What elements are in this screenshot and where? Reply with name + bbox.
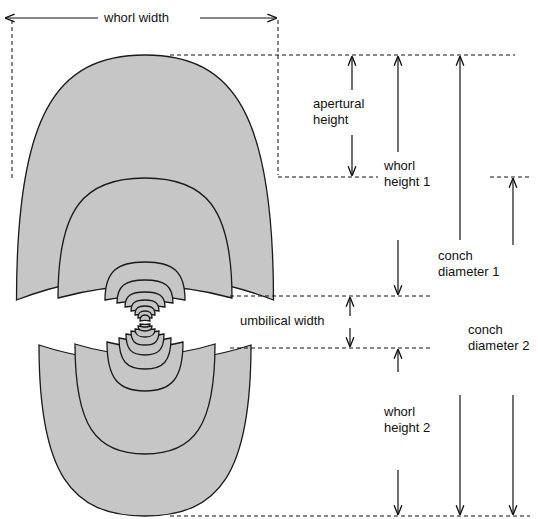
dimension-arrows (6, 18, 513, 514)
dimension-arrow (349, 328, 350, 346)
dashed-line (170, 55, 515, 56)
whorl-section (140, 315, 150, 321)
dimension-label: whorl height 2 (384, 404, 446, 436)
dimension-label: umbilical width (240, 313, 340, 329)
dimension-arrow (397, 350, 398, 372)
dimension-label: apertural height (313, 96, 383, 128)
dashed-line (230, 296, 430, 297)
dimension-arrow (397, 240, 398, 294)
dimension-arrow (6, 17, 98, 18)
dimension-arrow (459, 395, 460, 514)
dimension-arrow (459, 57, 460, 240)
dashed-line (12, 20, 13, 180)
dimension-arrow (351, 57, 352, 90)
dashed-line (170, 516, 530, 517)
dimension-label: conch diameter 1 (438, 248, 506, 280)
dimension-arrow (349, 298, 350, 316)
dashed-line (278, 177, 378, 178)
dashed-line (278, 20, 279, 175)
whorl-section (17, 55, 274, 300)
reference-lines (12, 20, 530, 516)
whorl-section (140, 324, 150, 327)
dimension-arrow (512, 395, 513, 514)
dimension-label: conch diameter 2 (468, 322, 534, 354)
dimension-arrow (512, 179, 513, 245)
dimension-arrow (397, 470, 398, 514)
dimension-arrow (200, 17, 276, 18)
dimension-label: whorl width (104, 10, 198, 26)
dashed-line (230, 348, 430, 349)
dimension-arrow (397, 57, 398, 152)
conch-section (17, 55, 274, 516)
dimension-arrow (351, 135, 352, 175)
dashed-line (490, 177, 530, 178)
dimension-label: whorl height 1 (384, 158, 446, 190)
